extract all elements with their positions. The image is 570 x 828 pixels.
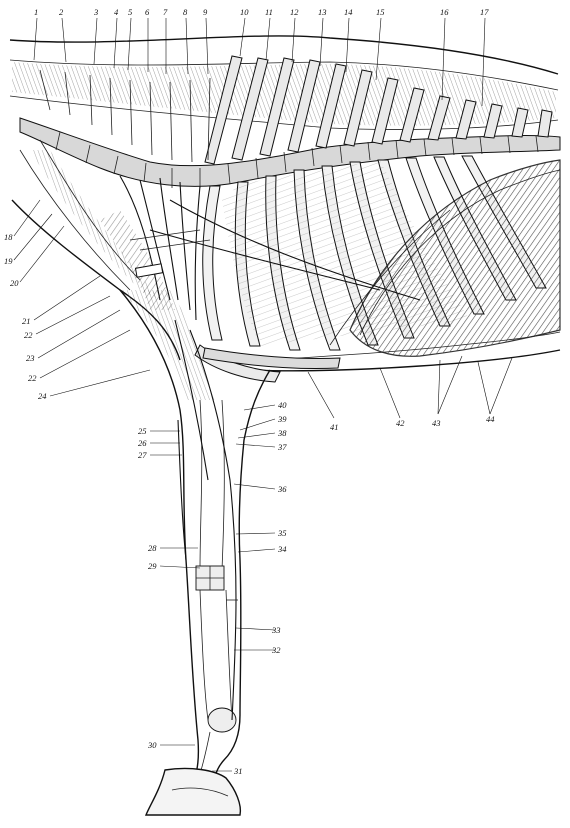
label-38: 38: [277, 428, 287, 438]
label-30: 30: [147, 740, 157, 750]
label-21: 21: [22, 316, 31, 326]
label-10: 10: [240, 7, 249, 17]
label-34: 34: [277, 544, 287, 554]
label-11: 11: [265, 7, 273, 17]
label-13: 13: [318, 7, 327, 17]
label-40: 40: [278, 400, 287, 410]
label-20: 20: [10, 278, 19, 288]
label-26: 26: [138, 438, 147, 448]
label-36: 36: [277, 484, 287, 494]
label-14: 14: [344, 7, 353, 17]
label-33: 33: [271, 625, 281, 635]
label-43: 43: [432, 418, 441, 428]
label-44: 44: [486, 414, 495, 424]
number-labels: 1 2 3 4 5 6 7 8 9 10 11 12 13 14 15 16 1…: [4, 7, 495, 776]
label-28: 28: [148, 543, 157, 553]
brachial-plexus-nerves: [119, 175, 421, 321]
label-16: 16: [440, 7, 449, 17]
label-19: 19: [4, 256, 13, 266]
label-5: 5: [128, 7, 132, 17]
label-25: 25: [138, 426, 147, 436]
label-27: 27: [138, 450, 147, 460]
label-6: 6: [145, 7, 150, 17]
sternum: [202, 347, 341, 370]
label-8: 8: [183, 7, 188, 17]
abdominal-muscle: [329, 159, 561, 357]
label-9: 9: [203, 7, 208, 17]
label-17: 17: [480, 7, 489, 17]
label-41: 41: [330, 422, 339, 432]
label-22a: 22: [24, 330, 33, 340]
spinal-nerve-roots: [39, 69, 211, 163]
ventral-outline: [249, 331, 561, 372]
label-29: 29: [148, 561, 157, 571]
label-23: 23: [26, 353, 35, 363]
leader-lines: [13, 17, 513, 772]
label-37: 37: [277, 442, 287, 452]
label-2: 2: [59, 7, 64, 17]
forelimb: [119, 289, 271, 816]
label-35: 35: [277, 528, 287, 538]
label-1: 1: [34, 7, 38, 17]
label-12: 12: [290, 7, 299, 17]
label-32: 32: [271, 645, 281, 655]
label-39: 39: [277, 414, 287, 424]
shoulder-region: [11, 139, 181, 361]
label-42: 42: [396, 418, 405, 428]
label-7: 7: [163, 7, 168, 17]
label-3: 3: [93, 7, 98, 17]
label-31: 31: [233, 766, 243, 776]
label-24: 24: [38, 391, 47, 401]
label-4: 4: [114, 7, 119, 17]
label-15: 15: [376, 7, 385, 17]
vertebral-column: [19, 55, 561, 188]
label-18: 18: [4, 232, 13, 242]
label-22b: 22: [28, 373, 37, 383]
